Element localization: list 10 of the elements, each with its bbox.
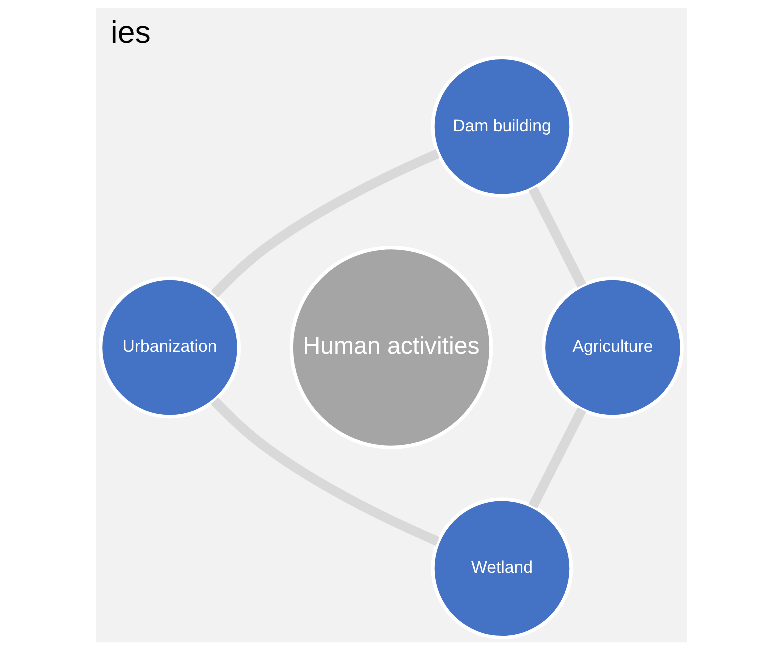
node-circle: Human activities — [289, 246, 493, 450]
connector — [210, 398, 440, 546]
node-circle: Agriculture — [541, 276, 684, 419]
connector — [528, 186, 586, 288]
connector — [528, 408, 586, 509]
connector — [210, 149, 440, 298]
node-circle: Wetland — [430, 498, 573, 640]
node-circle: Dam building — [430, 56, 573, 198]
diagram-title: ies — [110, 15, 150, 50]
node-circle: Urbanization — [98, 276, 241, 419]
